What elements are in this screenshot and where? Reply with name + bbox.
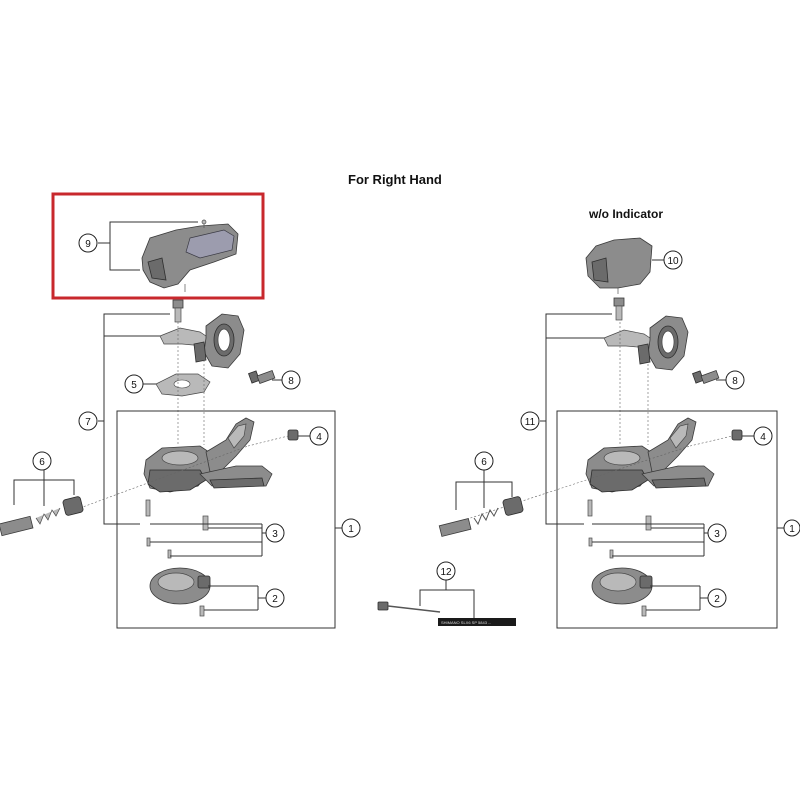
part-top-bolt xyxy=(172,299,184,323)
callout-3-right xyxy=(707,523,727,543)
part-3-screws-right xyxy=(587,499,652,559)
callout-5-label: 5 xyxy=(131,380,137,391)
part-4-cap-right xyxy=(731,429,743,441)
callout-6-label: 6 xyxy=(39,457,45,468)
callout-5 xyxy=(124,374,144,394)
callout-7 xyxy=(78,411,98,431)
part-6-cable-adjuster-right xyxy=(438,496,524,537)
callout-6-right-label: 6 xyxy=(481,457,487,468)
callout-4-label: 4 xyxy=(316,432,322,443)
callout-8 xyxy=(281,370,301,390)
part-12-inner-cable: SHIMANO SLX6 SP 5843 ... xyxy=(377,601,516,626)
callout-1-right-label: 1 xyxy=(789,524,795,535)
callout-1 xyxy=(341,518,361,538)
callout-4-right xyxy=(753,426,773,446)
callout-3-label: 3 xyxy=(272,529,278,540)
callout-2-right xyxy=(707,588,727,608)
part-6-cable-adjuster xyxy=(0,496,84,537)
part-11-clamp-assembly xyxy=(603,315,689,371)
part-8-clamp-bolt-right xyxy=(692,369,720,385)
callout-3 xyxy=(265,523,285,543)
callout-2-label: 2 xyxy=(272,594,278,605)
part-3-screws xyxy=(145,499,209,559)
part-top-bolt-right xyxy=(613,297,625,321)
part-2-bottom-cover-right xyxy=(591,567,653,617)
part-10-plain-cover xyxy=(585,237,653,294)
shifter-main-body xyxy=(143,417,273,493)
callout-9-label: 9 xyxy=(85,239,91,250)
callout-10-label: 10 xyxy=(667,256,679,267)
variant-title-without-indicator: w/o Indicator xyxy=(589,207,664,221)
part-5-washer xyxy=(155,373,211,397)
callout-12 xyxy=(436,561,456,581)
callout-10 xyxy=(663,250,683,270)
callout-11 xyxy=(520,411,540,431)
shifter-main-body-right xyxy=(585,417,715,493)
part-9-indicator-cover xyxy=(141,219,239,292)
highlight-box-part-9 xyxy=(51,192,265,300)
callout-8-right-label: 8 xyxy=(732,376,738,387)
cable-print: SHIMANO SLX6 SP 5843 ... xyxy=(441,620,491,625)
callout-8-right xyxy=(725,370,745,390)
part-4-cap xyxy=(287,429,299,441)
callout-9 xyxy=(78,233,98,253)
part-7-clamp-assembly xyxy=(159,313,245,369)
callout-1-right xyxy=(783,519,800,537)
callout-1-label: 1 xyxy=(348,524,354,535)
left-assembly: 9 8 xyxy=(0,192,361,629)
callout-2 xyxy=(265,588,285,608)
callout-6-right xyxy=(474,451,494,471)
diagram-title: For Right Hand xyxy=(348,172,442,187)
callout-8-label: 8 xyxy=(288,376,294,387)
callout-4-right-label: 4 xyxy=(760,432,766,443)
callout-11-label: 11 xyxy=(525,417,536,428)
callout-12-label: 12 xyxy=(440,567,452,578)
callout-6 xyxy=(32,451,52,471)
callout-3-right-label: 3 xyxy=(714,529,720,540)
callout-7-label: 7 xyxy=(85,417,91,428)
callout-2-right-label: 2 xyxy=(714,594,720,605)
part-2-bottom-cover xyxy=(149,567,211,617)
right-assembly: 10 8 xyxy=(438,237,800,629)
part-8-clamp-bolt xyxy=(248,369,276,385)
callout-4 xyxy=(309,426,329,446)
